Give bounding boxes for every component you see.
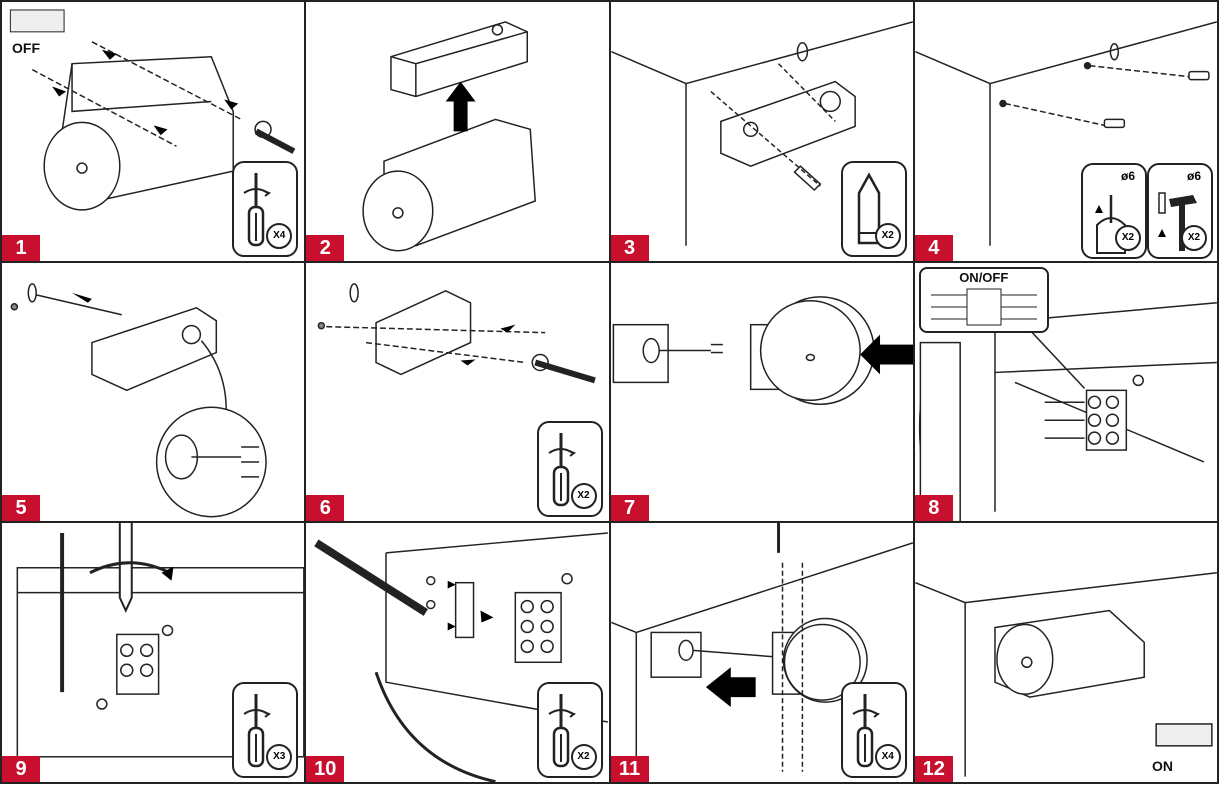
drill-tool-badge: ø6 X2 [1081,162,1147,259]
step-panel-12: ON 12 [913,522,1218,783]
step-panel-2: 2 [305,1,610,262]
step-panel-7: 7 [609,261,914,523]
step-panel-9: X3 9 [1,522,306,783]
step-panel-6: X2 6 [305,261,610,523]
step-panel-10: X2 10 [305,522,610,783]
step-panel-4: ø6 X2 ø6 X2 4 [913,1,1218,262]
step-panel-1: OFF X4 1 [1,1,306,262]
quantity-badge: X2 [570,743,597,770]
terminal-block-icon [930,288,1037,326]
on-label: ON [1152,757,1173,774]
tool-badge: X2 [536,681,603,778]
installed-heater-illustration [914,572,1217,778]
off-label: OFF [12,40,40,56]
step-panel-11: X4 11 [609,522,914,783]
quantity-badge: X2 [874,222,901,249]
step-number: 10 [306,755,345,782]
step-number: 1 [2,234,40,261]
step-number: 6 [306,495,345,522]
quantity-badge: X2 [1181,224,1207,251]
on-off-label: ON/OFF [959,269,1009,285]
step-number: 2 [306,234,345,261]
step-number: 9 [2,755,40,782]
step-number: 3 [610,234,649,261]
quantity-badge: X4 [266,222,293,249]
heater-mount-illustration [612,295,913,405]
step-number: 5 [2,495,40,522]
terminal-screw-illustration [16,523,305,758]
quantity-badge: X4 [874,743,901,770]
cable-insert-illustration [10,282,267,518]
cover-removal-illustration [362,21,537,252]
quantity-badge: X2 [1115,224,1141,251]
diameter-label: ø6 [1120,168,1135,183]
hammer-tool-badge: ø6 X2 [1147,162,1213,259]
diameter-label: ø6 [1186,168,1201,183]
heater-unscrew-illustration [9,9,296,211]
base-fixing-illustration [317,282,597,383]
step-panel-8: ON/OFF 8 [913,261,1218,523]
mark-wall-illustration [610,21,913,246]
tool-badge: X3 [232,681,299,778]
step-number: 8 [914,495,953,522]
on-off-detail: ON/OFF [918,266,1049,333]
wiring-connection-illustration [918,301,1217,522]
quantity-badge: X2 [570,483,597,510]
tool-badge: X2 [840,160,907,257]
drill-wall-illustration [914,21,1217,246]
step-number: 12 [914,755,953,782]
cable-clamp-illustration [314,532,609,782]
final-fixing-illustration [610,523,913,778]
tool-badge: X4 [840,681,907,778]
step-number: 11 [610,755,649,782]
step-number: 4 [914,234,953,261]
hammer-icon [1158,191,1197,251]
tool-badge: X4 [232,160,299,257]
step-panel-5: 5 [1,261,306,523]
step-number: 7 [610,495,649,522]
tool-badge: X2 [536,421,603,518]
step-panel-3: X2 3 [609,1,914,262]
quantity-badge: X3 [266,743,293,770]
